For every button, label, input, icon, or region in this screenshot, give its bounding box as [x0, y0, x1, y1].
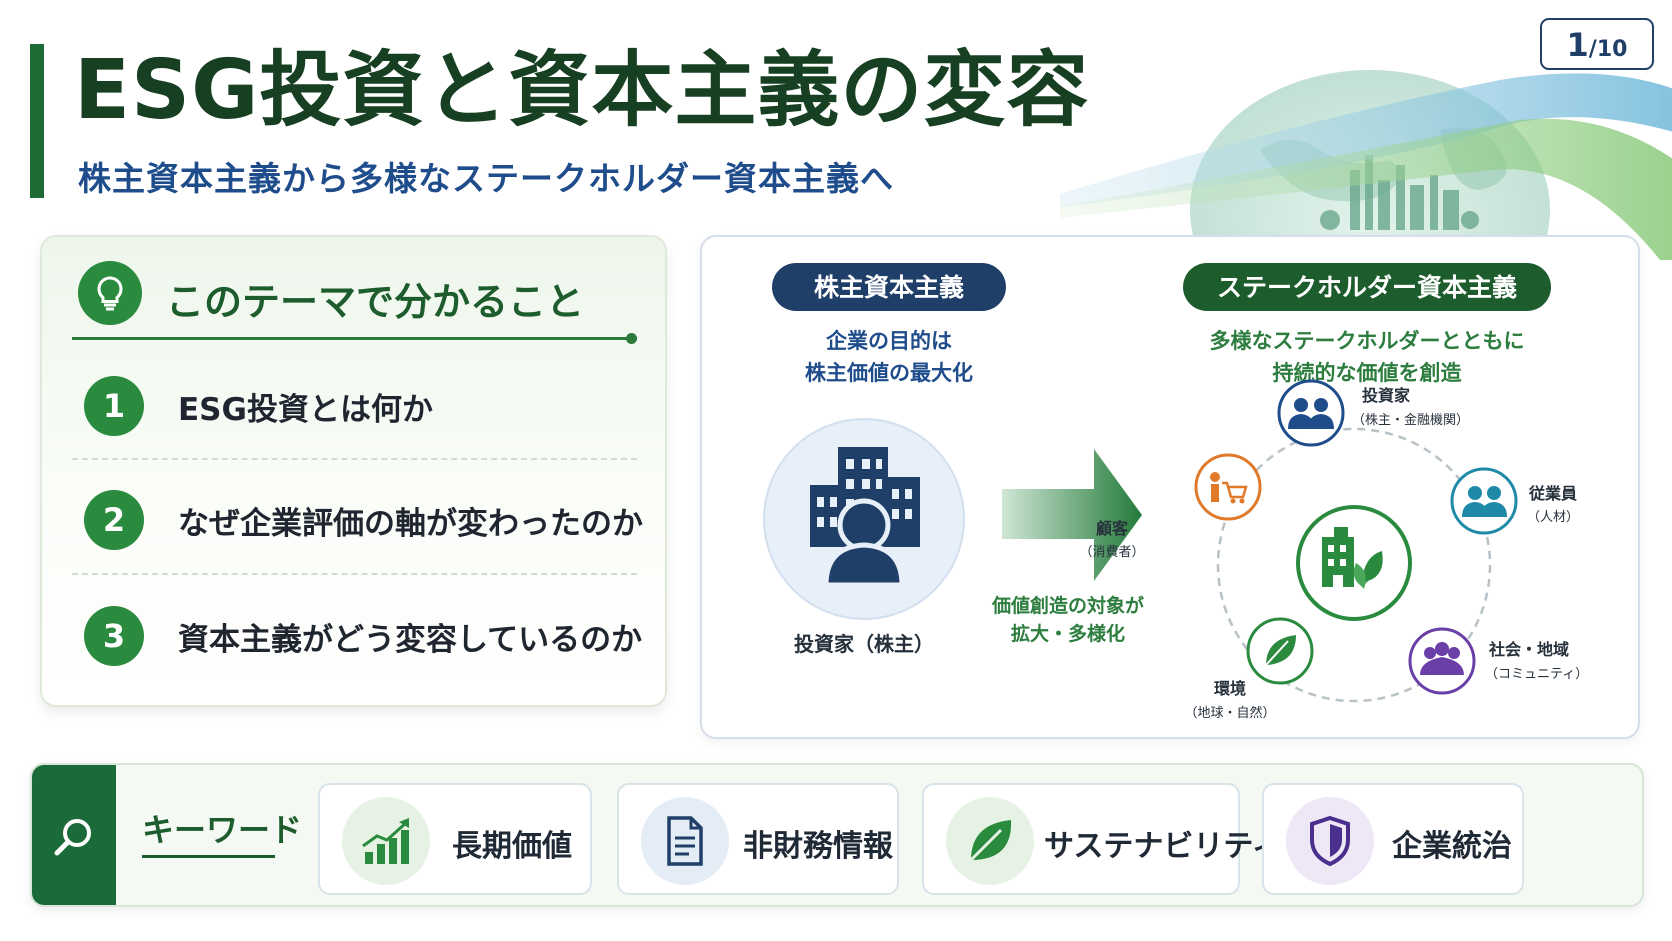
stakeholder-badge: [1183, 263, 1551, 311]
keyword-chip-corporate-governance: 企業統治: [1262, 783, 1524, 895]
investor-stakeholder-node: [1277, 379, 1345, 447]
growth-chart-icon: [342, 797, 430, 885]
keyword-bar: キーワード 長期価値 非財務情報: [30, 763, 1644, 907]
item-number-badge: 2: [84, 490, 144, 550]
page-current-number: 1: [1566, 26, 1589, 64]
page-title: ESG投資と資本主義の変容: [74, 43, 1090, 138]
search-tab: [32, 765, 116, 905]
transition-arrow: [1002, 449, 1142, 581]
capitalism-shift-diagram: 株主資本主義 企業の目的は 株主価値の最大化 投資家（株主）: [763, 263, 1588, 721]
keyword-chip-sustainability: サステナビリティ: [922, 783, 1282, 895]
keyword-underline: [142, 855, 275, 858]
document-icon: [641, 797, 729, 885]
page-total-number: /10: [1588, 37, 1628, 62]
shareholder-desc-line1: 企業の目的は: [825, 329, 952, 353]
environment-label: 環境: [1214, 679, 1246, 698]
investor-label: 投資家: [1362, 386, 1411, 405]
capitalism-diagram-card: 株主資本主義 企業の目的は 株主価値の最大化 投資家（株主）: [700, 235, 1640, 739]
item-number-badge: 1: [84, 376, 144, 436]
keyword-chip-non-financial-info: 非財務情報: [617, 783, 899, 895]
title-accent-bar: [30, 44, 44, 198]
keyword-text: 非財務情報: [743, 829, 893, 864]
keyword-text: 長期価値: [452, 829, 572, 864]
page-counter: 1 /10: [1540, 18, 1654, 70]
stakeholder-badge-label: ステークホルダー資本主義: [1217, 273, 1517, 302]
learning-points-card: このテーマで分かること 1 ESG投資とは何か 2 なぜ企業評価の軸が変わったの…: [40, 235, 667, 707]
learning-item-3: 3 資本主義がどう変容しているのか: [42, 579, 669, 693]
customer-stakeholder-node: [1194, 453, 1262, 521]
globe-city-decoration: [1060, 70, 1672, 260]
customer-label: 顧客: [1096, 519, 1129, 538]
environment-sublabel: （地球・自然）: [1184, 705, 1275, 721]
shield-icon: [1286, 797, 1374, 885]
stakeholder-desc-line1: 多様なステークホルダーとともに: [1210, 329, 1525, 353]
customer-sublabel: （消費者）: [1079, 545, 1144, 560]
shareholder-desc-line2: 株主価値の最大化: [805, 361, 973, 385]
learning-title: このテーマで分かること: [166, 280, 585, 324]
item-number-badge: 3: [84, 606, 144, 666]
company-investor-icon: [763, 418, 965, 620]
employee-label: 従業員: [1528, 484, 1577, 503]
page-subtitle: 株主資本主義から多様なステークホルダー資本主義へ: [78, 159, 894, 198]
leaf-icon: [946, 797, 1034, 885]
arrow-caption-line2: 拡大・多様化: [1011, 622, 1125, 645]
search-icon: [54, 819, 91, 856]
community-label: 社会・地域: [1488, 640, 1569, 659]
keyword-text: 企業統治: [1392, 829, 1512, 864]
lightbulb-icon: [78, 261, 142, 325]
keyword-label: キーワード: [142, 811, 303, 849]
employee-stakeholder-node: [1450, 467, 1518, 535]
divider-dot: [626, 333, 637, 344]
learning-item-text: 資本主義がどう変容しているのか: [178, 621, 643, 658]
shareholder-badge-label: 株主資本主義: [814, 273, 964, 302]
item-separator: [72, 458, 637, 460]
item-separator: [72, 573, 637, 575]
learning-item-text: なぜ企業評価の軸が変わったのか: [178, 505, 643, 542]
title-divider: [72, 337, 632, 340]
arrow-caption-line1: 価値創造の対象が: [991, 594, 1144, 617]
employee-sublabel: （人材）: [1527, 510, 1579, 525]
stakeholder-ring: [1216, 427, 1492, 703]
shareholder-badge: [772, 263, 1006, 311]
learning-item-1: 1 ESG投資とは何か: [42, 349, 669, 463]
keyword-chip-long-term-value: 長期価値: [318, 783, 592, 895]
investor-shareholder-caption: 投資家（株主）: [794, 632, 934, 656]
keyword-text: サステナビリティ: [1044, 829, 1282, 864]
community-sublabel: （コミュニティ）: [1485, 667, 1588, 682]
investor-sublabel: （株主・金融機関）: [1352, 412, 1469, 428]
learning-item-2: 2 なぜ企業評価の軸が変わったのか: [42, 463, 669, 577]
community-stakeholder-node: [1408, 627, 1476, 695]
sustainable-company-icon: [1296, 505, 1412, 621]
environment-stakeholder-node: [1246, 617, 1314, 685]
learning-item-text: ESG投資とは何か: [178, 391, 433, 428]
